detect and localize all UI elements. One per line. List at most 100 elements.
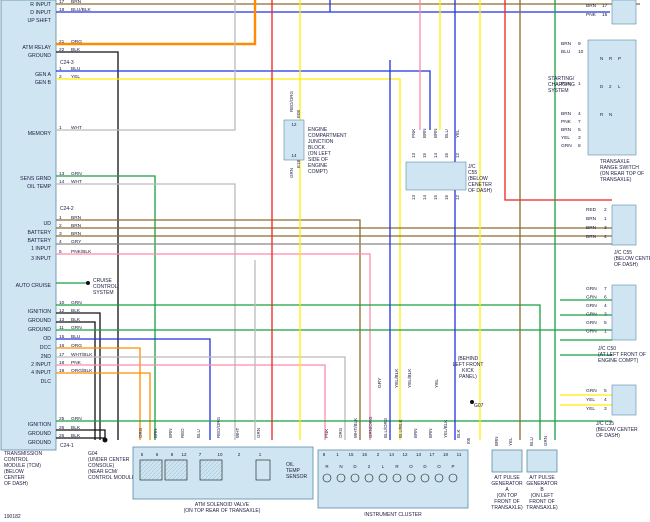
wire-pin-label: 17 [59,0,65,5]
jc-c55-center-wire: BLU [444,129,449,138]
solenoid-coil-icon [164,459,188,481]
tcm-pin-label: OD [43,336,51,342]
vertical-wire-label: YEL/BLK [407,368,413,388]
jc-c55-center-pin: 15 [422,152,427,158]
jc-c55-center-wire: PNK [411,129,416,138]
engine-block-title: (ON LEFT [308,151,331,157]
wire-color-label: GRY [71,239,82,245]
jc-c55-center-bottom-pin: 12 [455,194,460,200]
atm-valve-wire-color: RED/ORG [216,416,221,438]
jc-c55-center-pin: 13 [411,152,416,158]
g07-label: G07 [474,403,484,409]
wire-color-label: BLK [71,47,81,53]
tcm-pin-label: DCC [40,345,51,351]
jc-c55-center: 13PNK1315BRN1414BRN1516BLU1612YEL12J/CC5… [405,128,492,200]
wire-pin-label: 15 [59,334,65,340]
atm-valve-box [132,446,314,500]
tcm-title-line: CENTER [4,475,25,481]
wire-color-label: BRN [71,0,82,5]
range-switch-title: RANGE SWITCH [600,165,639,171]
jc-c50-wire-pin: 1 [604,329,607,335]
engine-block-pin: 12 [291,122,297,127]
engine-block-connector-label: E18 [296,159,301,168]
cluster-indicator-letter: R [325,464,329,469]
jc-c50-wire-pin: 7 [604,286,607,292]
wire [56,321,96,440]
oil-temp-sensor-label: SENSOR [286,474,308,480]
wire-color-label: WHT/BLK [71,352,93,358]
tcm-pin-label: 2 INPUT [31,362,52,368]
jc-c35-wire-pin: 3 [604,406,607,412]
starting-charging-label: CHARGING [548,82,575,88]
wire-color-label: PNK/BLK [71,249,92,255]
tcm-pin-label: GROUND [28,318,51,324]
engine-block-pin: 14 [291,153,297,158]
engine-block-wire-label: RED/ORG [289,90,294,112]
jc-c55-center-bottom-pin: 14 [422,194,427,200]
tcm-pin-label: MEMORY [28,131,52,137]
wire [56,183,236,440]
atm-valve-pin: 2 [238,452,241,457]
wire-pin-label: 16 [59,343,65,349]
vertical-wire-label: YEL/BLK [394,368,400,388]
g07-ground-dot [470,400,474,404]
wire [56,70,431,130]
wire-pin-label: 2 [59,74,62,80]
wire-pin-label: 1 [59,215,62,221]
pulse-a-label: A/T PULSE [494,475,520,481]
range-switch-wire-color: BRN [561,111,572,117]
atm-valve-title: (ON TOP REAR OF TRANSAXLE) [184,508,261,514]
tcm-pin-label: IGNITION [28,422,51,428]
starting-charging-label: SYSTEM [548,88,569,94]
wire [56,312,101,440]
cluster-pin: 2 [377,452,380,457]
jc-c55-right-title: OF DASH) [614,262,638,268]
wire-pin-label: 22 [59,47,65,53]
tcm-title-line: OF DASH) [4,481,28,487]
cluster-pin: 12 [402,452,408,457]
right-top-wire-pin: 17 [602,3,608,9]
wire-pin-label: 5 [59,249,62,255]
tcm-pin-label: GROUND [28,431,51,437]
range-switch-wire-pin: 1 [578,81,581,87]
jc-c50-wire-color: GRN [586,329,597,335]
range-switch-wire-color: BLU [561,49,571,55]
jc-c55-center-title: CENETER [468,182,492,188]
range-switch-wire-pin: 7 [578,119,581,125]
atm-solenoid-valve: ORG5BRN6BRN8RED12BLU7RED/ORG10WHT2GRN1OI… [132,416,314,514]
cruise-control-label: CONTROL [93,284,118,290]
range-switch-title: TRANSAXLE) [600,177,632,183]
range-switch-wire-pin: 5 [578,127,581,133]
range-switch-position: R [600,112,604,117]
tcm-pin-label: GROUND [28,327,51,333]
wire [56,0,257,46]
atm-valve-pin: 1 [259,452,262,457]
tcm-pin-label: GEN A [35,72,51,78]
jc-c50-wire-color: GRN [586,320,597,326]
engine-block-title: JUNCTION [308,139,334,145]
jc-c35-title: J/C C35 [596,421,614,427]
g07-location-label: KICK [462,368,474,374]
pulse-a-label: FRONT OF [494,499,519,505]
tcm-connector-label: C24-3 [60,60,74,66]
atm-valve-pin: 5 [141,452,144,457]
jc-c55-center-wire: BRN [433,128,438,138]
jc-c50-title: ENGINE COMPT) [598,358,639,364]
range-switch-wire-pin: 8 [578,143,581,149]
cluster-wire-color: WHT/BLK [353,418,358,438]
starting-charging-label: STARTING/ [548,76,575,82]
range-switch-position: 2 [609,84,612,89]
tcm-title-line: TRANSMISSION [4,451,42,457]
pulse-a-label: TRANSAXLE) [491,505,523,511]
cluster-indicator-letter: L [382,464,385,469]
pulse-a-wire-color: BRN [494,436,499,446]
cluster-pin: 18 [443,452,449,457]
jc-c35-title: (BELOW CENTER [596,427,638,433]
cluster-wire-color: BRN [413,428,418,438]
wire-pin-label: 10 [59,300,65,306]
jc-c35-wire-color: YEL [586,406,595,412]
